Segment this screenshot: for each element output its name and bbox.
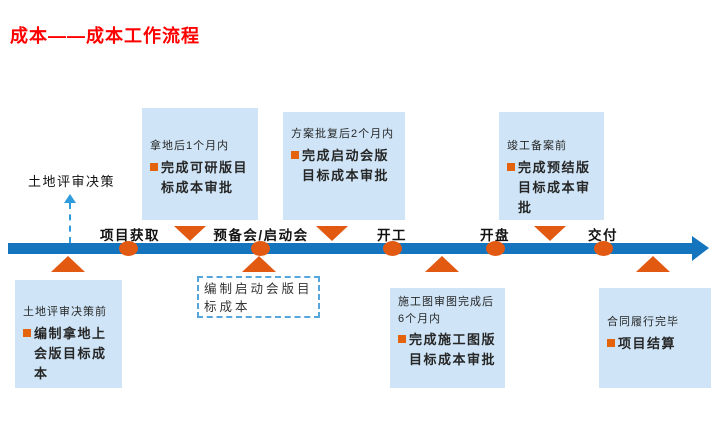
triangle-up-icon bbox=[636, 256, 670, 272]
info-box-feasibility: 拿地后1个月内 完成可研版目标成本审批 bbox=[142, 108, 258, 220]
bullet-square-icon bbox=[150, 162, 158, 171]
condition-text: 合同履行完毕 bbox=[607, 316, 679, 328]
triangle-down-icon bbox=[534, 226, 566, 241]
note-box-kickoff-cost: 编制启动会版目标成本 bbox=[197, 276, 320, 318]
milestone-label-project-acquisition: 项目获取 bbox=[100, 228, 160, 243]
bullet-square-icon bbox=[23, 328, 31, 337]
milestone-dot bbox=[383, 241, 402, 256]
condition-text: 方案批复后2个月内 bbox=[291, 128, 395, 140]
task-text: 完成可研版目标成本审批 bbox=[150, 158, 250, 198]
task-text: 完成预结版目标成本审批 bbox=[507, 158, 596, 218]
bullet-square-icon bbox=[607, 338, 615, 347]
milestone-label-kickoff-meeting: 预备会/启动会 bbox=[213, 228, 309, 243]
milestone-dot bbox=[486, 241, 505, 256]
milestone-dot bbox=[594, 241, 613, 256]
milestone-dot bbox=[251, 241, 270, 256]
milestone-label-sales-launch: 开盘 bbox=[480, 228, 510, 243]
page-title: 成本——成本工作流程 bbox=[10, 26, 200, 46]
bullet-square-icon bbox=[291, 150, 299, 159]
land-review-decision-label: 土地评审决策 bbox=[28, 174, 116, 189]
task-text: 完成施工图版目标成本审批 bbox=[398, 330, 497, 370]
arrow-up-icon bbox=[64, 194, 76, 203]
info-box-settlement: 合同履行完毕 项目结算 bbox=[599, 288, 711, 388]
condition-text: 施工图审图完成后6个月内 bbox=[398, 296, 494, 325]
milestone-label-construction-start: 开工 bbox=[377, 228, 407, 243]
timeline-arrowhead-icon bbox=[692, 236, 709, 261]
info-box-kickoff-approval: 方案批复后2个月内 完成启动会版目标成本审批 bbox=[283, 112, 405, 220]
task-text: 完成启动会版目标成本审批 bbox=[291, 146, 397, 186]
milestone-dot bbox=[119, 241, 138, 256]
bullet-square-icon bbox=[398, 335, 406, 343]
condition-text: 竣工备案前 bbox=[507, 140, 567, 152]
timeline-bar bbox=[8, 243, 692, 254]
info-box-construction-drawing: 施工图审图完成后6个月内 完成施工图版目标成本审批 bbox=[390, 288, 505, 388]
task-text: 项目结算 bbox=[607, 334, 703, 354]
condition-text: 土地评审决策前 bbox=[23, 306, 107, 318]
info-box-land-review: 土地评审决策前 编制拿地上会版目标成本 bbox=[15, 280, 122, 388]
bullet-square-icon bbox=[507, 162, 515, 171]
task-text: 编制拿地上会版目标成本 bbox=[23, 324, 114, 384]
triangle-up-icon bbox=[51, 256, 85, 272]
triangle-up-icon bbox=[425, 256, 459, 272]
condition-text: 拿地后1个月内 bbox=[150, 140, 230, 152]
milestone-label-delivery: 交付 bbox=[588, 228, 618, 243]
triangle-down-icon bbox=[316, 226, 348, 241]
triangle-down-icon bbox=[174, 226, 206, 241]
triangle-up-icon bbox=[242, 256, 276, 272]
dashed-connector-line bbox=[69, 203, 71, 243]
info-box-presettlement: 竣工备案前 完成预结版目标成本审批 bbox=[499, 112, 604, 220]
